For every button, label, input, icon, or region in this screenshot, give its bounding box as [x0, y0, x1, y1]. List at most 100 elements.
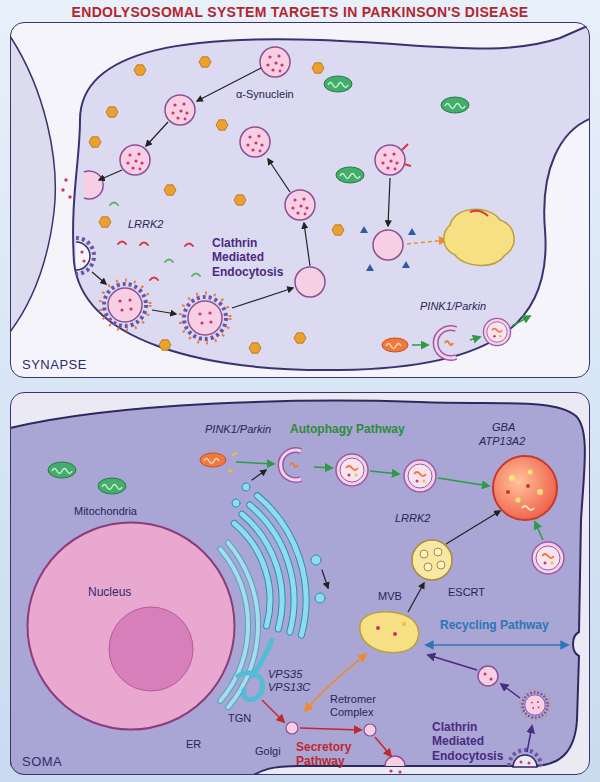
vesicle-fusion-part: [61, 188, 64, 191]
multivesicular-body-part: [420, 550, 428, 558]
synapse-panel: SYNAPSE: [10, 22, 590, 378]
mitochondrion-part: [48, 462, 76, 478]
organelle-label: Golgi: [255, 745, 281, 758]
exocytosis: [385, 756, 405, 774]
lrrk2-symbol-part: [110, 203, 118, 206]
mitophagy-part: [483, 318, 510, 345]
panel-title: SOMA: [22, 754, 62, 769]
lysosome-part: [506, 490, 510, 494]
clathrin-pit: [76, 238, 94, 274]
alpha-synuclein-symbol-part: [234, 195, 246, 205]
autophagy-flow-part: [438, 478, 489, 486]
vesicle-arrow-part: [92, 272, 106, 284]
synaptic-vesicle: [120, 47, 325, 297]
organelle-label: MVB: [378, 590, 402, 603]
endosome-part: [402, 144, 411, 166]
early-endosome-part: [393, 632, 397, 636]
golgi-apparatus-part: [311, 555, 321, 565]
postsynaptic-membrane: [10, 36, 55, 332]
gene-label: PINK1/Parkin: [420, 300, 486, 313]
alpha-synuclein-symbol-part: [159, 340, 171, 350]
autophagy-flow-part: [370, 471, 399, 474]
mitophagy-part: [412, 344, 428, 346]
mitochondrion-part: [228, 453, 237, 472]
complex-label: Retromer Complex: [330, 693, 396, 719]
alpha-synuclein-symbol-part: [312, 63, 324, 73]
endocytosis-flow-part: [478, 666, 498, 686]
lrrk2-symbol-part: [185, 244, 193, 247]
golgi-apparatus-part: [252, 470, 266, 480]
secretory-flow-part: [364, 724, 376, 736]
protein-label: α-Synuclein: [236, 88, 294, 101]
clathrin-pit-part: [528, 762, 531, 765]
endocytosis-flow-part: [527, 726, 532, 752]
lrrk2-symbol-part: [165, 260, 173, 263]
alpha-synuclein-symbol-part: [164, 185, 176, 195]
clathrin-pit: [509, 750, 541, 767]
coated-vesicle: [100, 280, 230, 343]
golgi-apparatus-part: [238, 673, 263, 700]
multivesicular-body: [408, 511, 500, 612]
vesicle-arrow-part: [268, 159, 290, 192]
golgi-apparatus-part: [322, 570, 328, 588]
lysosome-part: [528, 470, 533, 475]
secretory-flow-part: [375, 737, 391, 756]
endosome: [360, 144, 514, 271]
vesicle-fusion-part: [84, 171, 103, 199]
endosome-part: [373, 230, 403, 260]
synaptic-vesicle-part: [240, 127, 270, 157]
nucleolus: [109, 607, 193, 691]
mitochondrion: [324, 76, 469, 183]
multivesicular-body-part: [437, 561, 445, 569]
pathway-label: Clathrin Mediated Endocytosis: [212, 236, 292, 279]
exocytosis-part: [398, 770, 401, 773]
multivesicular-body-part: [434, 548, 442, 556]
autophagy-flow-part: [532, 542, 564, 574]
alpha-synuclein-symbol-part: [106, 107, 118, 117]
golgi-apparatus-part: [242, 483, 250, 491]
endocytosis-flow-part: [490, 678, 493, 681]
vesicle-arrow-part: [99, 170, 122, 180]
mitochondrion-part: [336, 167, 364, 183]
gene-label: GBA: [492, 421, 515, 434]
clathrin-pit-part: [82, 259, 85, 262]
presynaptic-bouton: [73, 24, 590, 370]
multivesicular-body-part: [424, 563, 432, 571]
endocytosis-flow-part: [520, 690, 550, 720]
organelle-label: TGN: [228, 712, 251, 725]
vesicle-arrow-part: [388, 178, 390, 226]
vesicle-arrow: [92, 68, 390, 314]
alpha-synuclein-symbol-part: [216, 120, 228, 130]
lysosome-part: [493, 456, 557, 520]
pathway-label: Autophagy Pathway: [290, 422, 405, 436]
synaptic-vesicle-part: [285, 190, 315, 220]
lrrk2-symbol-part: [140, 243, 148, 246]
lrrk2-symbol-part: [118, 242, 126, 245]
complex-label: ESCRT: [448, 586, 485, 599]
organelle-label: ER: [186, 738, 201, 751]
secretory-flow-part: [300, 728, 361, 730]
early-endosome: [360, 612, 419, 653]
early-endosome-part: [360, 612, 419, 653]
endosome-part: [360, 226, 368, 233]
endosome-part: [402, 261, 410, 268]
synapse-illustration: [10, 22, 590, 378]
multivesicular-body-part: [412, 540, 452, 580]
mitochondrion: [48, 453, 237, 494]
vesicle-arrow-part: [304, 223, 310, 266]
cell-body: [10, 401, 585, 775]
gene-label: VPS13C: [268, 681, 310, 694]
endosome-part: [408, 228, 416, 235]
mitochondrion-part: [200, 453, 226, 467]
lrrk2-symbol-part: [192, 274, 200, 277]
endosome-part: [407, 240, 446, 244]
autophagy-flow-part: [281, 450, 301, 480]
gene-label: LRRK2: [128, 218, 163, 231]
lysosome-part: [526, 484, 530, 488]
organelle-label: Nucleus: [88, 585, 131, 599]
gene-label: VPS35: [268, 668, 302, 681]
vesicle-arrow-part: [146, 122, 168, 146]
alpha-synuclein-symbol-part: [134, 65, 146, 75]
mitochondrion-part: [324, 76, 352, 92]
secretory-flow-part: [286, 722, 298, 734]
